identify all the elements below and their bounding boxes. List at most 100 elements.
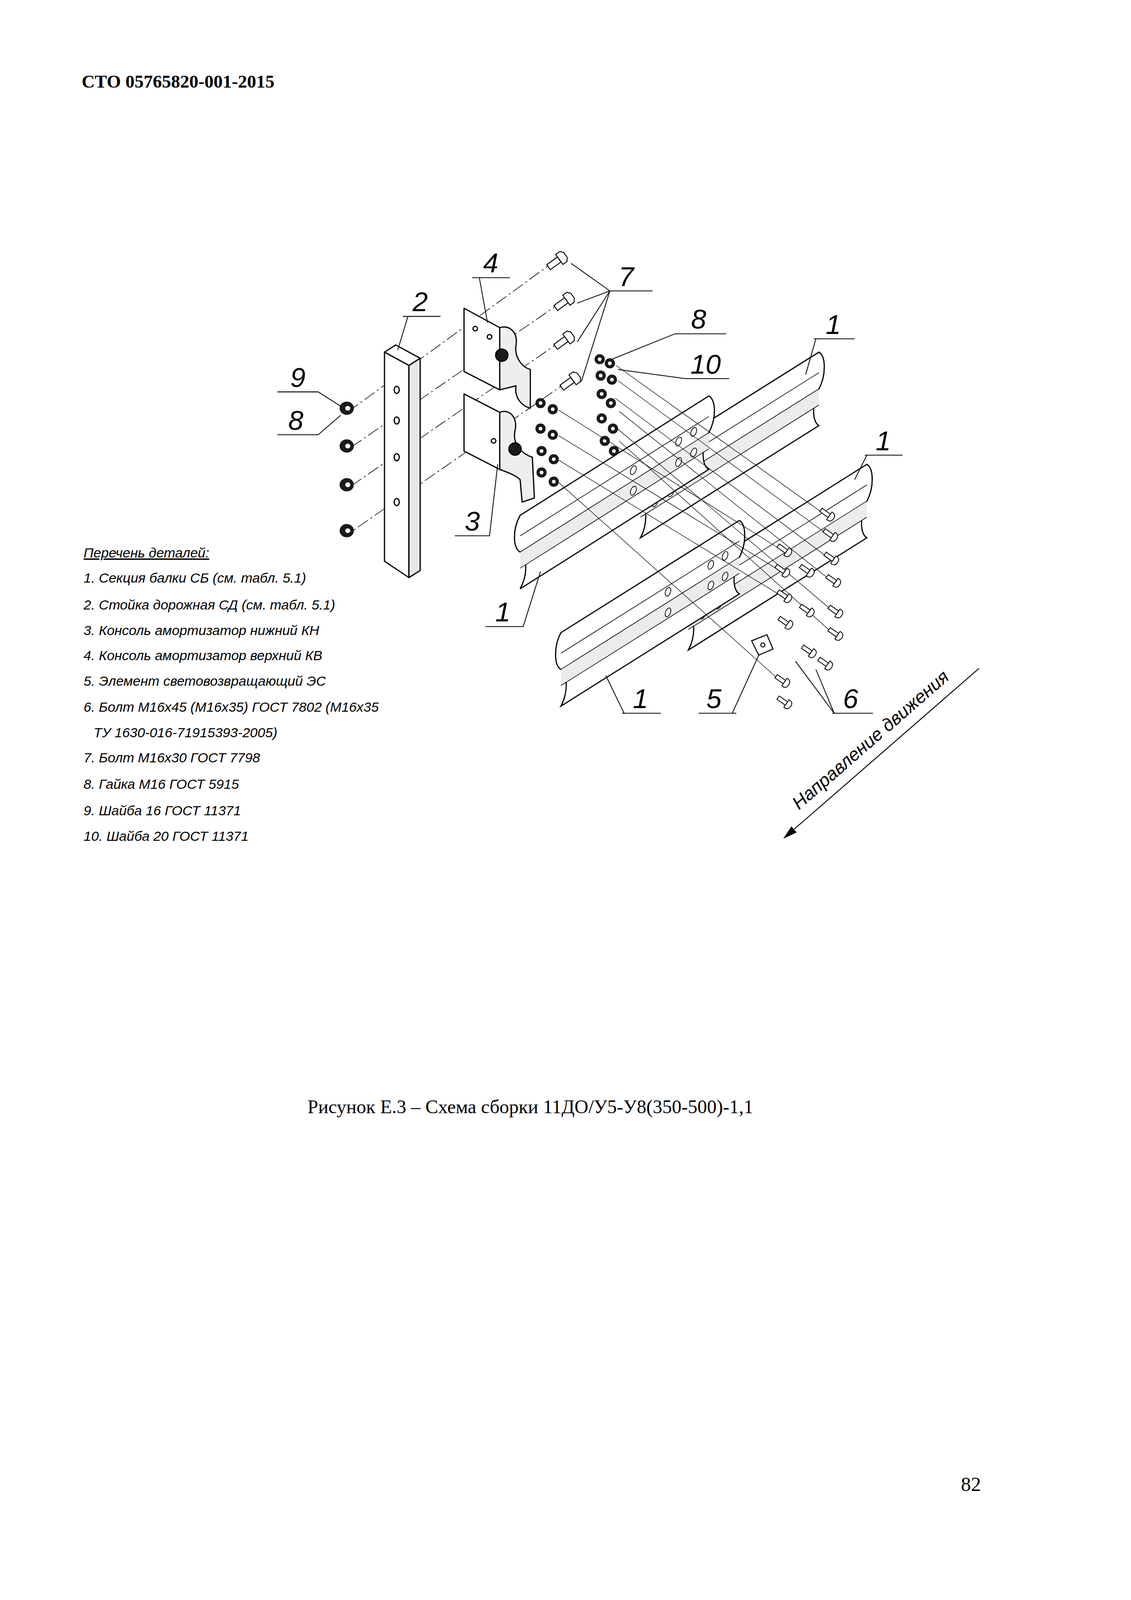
post-face (384, 352, 410, 578)
leader-line (805, 338, 855, 375)
post-hole (394, 453, 400, 461)
leader-lines (277, 263, 903, 713)
axis-line (558, 460, 784, 597)
beam-fold (560, 540, 740, 686)
nut (535, 397, 546, 408)
parts-list-item: 4. Консоль амортизатор верхний КВ (83, 647, 323, 664)
nut (604, 357, 615, 369)
bolt (558, 370, 583, 393)
beam-hole (707, 579, 714, 592)
axis-line (618, 440, 835, 635)
nut (596, 413, 607, 424)
callout-number: 1 (825, 308, 841, 341)
bolts-7 (544, 249, 583, 393)
callout-number: 6 (843, 682, 859, 715)
nut (605, 397, 616, 408)
parts-list-item: 1. Секция балки СБ (см. табл. 5.1) (83, 570, 307, 587)
callout-number: 1 (495, 596, 511, 628)
nut (548, 453, 559, 464)
callout-number: 1 (632, 682, 649, 715)
post-hole (394, 416, 400, 425)
post-top (384, 344, 421, 366)
beam-hole (664, 585, 671, 598)
nut (339, 477, 354, 492)
nut (599, 435, 610, 446)
axis-line (558, 435, 782, 571)
callout-number: 8 (288, 404, 304, 436)
callout-number: 3 (464, 505, 480, 537)
parts-list-item: 2. Стойка дорожная СД (см. табл. 5.1) (83, 596, 336, 613)
bolt (824, 572, 843, 589)
post-hole (394, 498, 400, 506)
parts-list-heading: Перечень деталей: (83, 544, 210, 561)
parts-list-item: 9. Шайба 16 ГОСТ 11371 (83, 802, 241, 819)
beam-hole (722, 549, 729, 562)
console-plate (463, 393, 500, 469)
reflector (751, 634, 774, 655)
nut (547, 429, 558, 440)
bolt (775, 587, 794, 604)
document-code: СТО 05765820-001-2015 (81, 70, 275, 93)
figure-caption: Рисунок Е.3 – Схема сборки 11ДО/У5-У8(35… (307, 1095, 753, 1118)
bolt (552, 329, 577, 352)
bolt (826, 602, 845, 620)
axis-line (618, 410, 832, 582)
bolt (798, 561, 816, 579)
callout-number: 10 (690, 348, 722, 380)
bolt-head (508, 442, 522, 456)
beam-shade (560, 556, 740, 685)
beam-hole (722, 570, 729, 583)
bolt (552, 290, 577, 313)
beam-section (555, 516, 745, 710)
direction-label: Направление движения (788, 665, 953, 813)
bolt (544, 249, 570, 273)
upper-console (463, 308, 530, 409)
beam-hole (664, 606, 671, 618)
reflector-hole (760, 642, 765, 647)
beam-shade (519, 432, 709, 568)
bolt (776, 613, 795, 631)
parts-list-item: 5. Элемент световозвращающий ЭС (83, 673, 326, 690)
console-hole (491, 438, 496, 443)
nut (339, 523, 354, 538)
callout-number: 5 (706, 682, 722, 715)
leader-line (277, 415, 341, 435)
bolt (826, 625, 845, 642)
bolt (773, 672, 792, 689)
parts-list-item: 10. Шайба 20 ГОСТ 11371 (83, 828, 249, 845)
post-hole (394, 386, 400, 394)
nut (536, 466, 547, 478)
page-number: 82 (960, 1472, 981, 1496)
nut (596, 388, 607, 399)
nut (607, 423, 618, 434)
beam-hole (630, 464, 637, 477)
bolt-head (495, 348, 509, 362)
road-post (384, 344, 421, 578)
nut (595, 370, 606, 381)
console-flange (499, 411, 535, 503)
axis-line (614, 426, 835, 613)
console-plate (463, 308, 500, 390)
nut (536, 446, 547, 457)
bolt (775, 541, 794, 559)
bolt (816, 654, 835, 672)
bolt-axes (558, 365, 835, 682)
leader-line (397, 316, 441, 351)
nut (594, 353, 605, 364)
nuts-left (339, 401, 354, 537)
console-flange (499, 326, 531, 409)
axis-line (617, 380, 830, 536)
callout-number: 4 (482, 247, 499, 279)
console-hole (487, 334, 492, 339)
parts-list-item: 3. Консоль амортизатор нижний КН (83, 622, 320, 639)
bolt (775, 693, 794, 711)
beam-fold (519, 416, 709, 568)
nut (339, 439, 354, 453)
parts-list-item: 7. Болт М16х30 ГОСТ 7798 (83, 749, 260, 766)
lower-console (463, 393, 535, 502)
leader-line (570, 263, 653, 382)
direction-arrow (783, 668, 979, 839)
bolt (822, 549, 841, 567)
axis-line (352, 260, 556, 409)
